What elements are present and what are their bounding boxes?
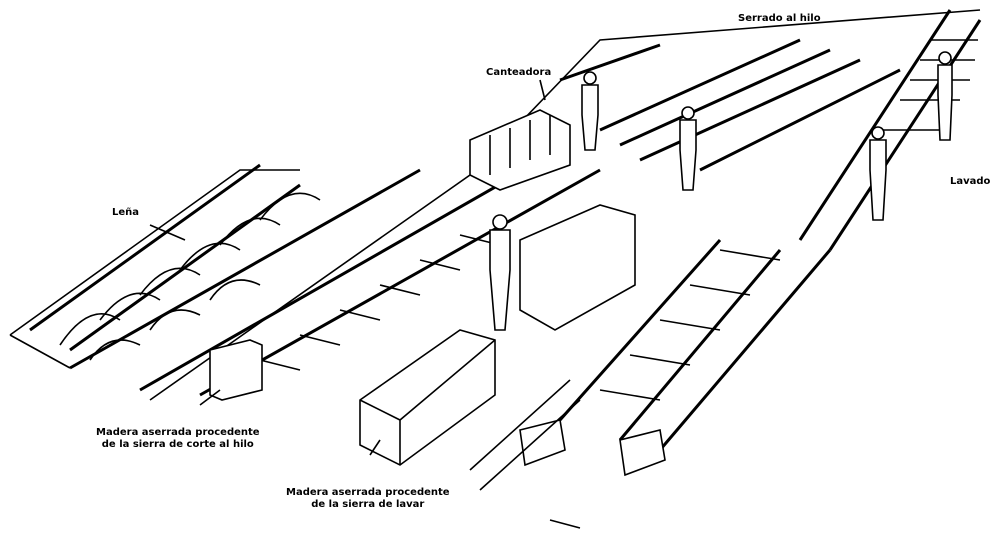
- label-line-1: Madera aserrada procedente: [286, 487, 450, 498]
- label-serrado-al-hilo: Serrado al hilo: [738, 13, 821, 24]
- firewood-conveyor: [29, 163, 421, 370]
- label-line-2: de la sierra de corte al hilo: [101, 439, 254, 450]
- sawn-timber-box: [519, 204, 636, 331]
- leader-lines: [149, 79, 546, 456]
- ruler: [469, 379, 581, 529]
- label-line-1: Madera aserrada procedente: [96, 427, 260, 438]
- workers: [489, 51, 953, 331]
- washing-conveyor: [798, 9, 982, 251]
- label-madera-corte-hilo: Madera aserrada procedente de la sierra …: [96, 427, 260, 451]
- label-canteadora: Canteadora: [486, 67, 552, 78]
- label-lavado: Lavado: [950, 176, 991, 187]
- foreground-timber-box: [359, 329, 496, 466]
- label-lena: Leña: [112, 207, 140, 218]
- rip-saw-lines: [599, 38, 901, 172]
- floor-outline: [9, 9, 981, 401]
- small-box: [209, 339, 263, 401]
- label-madera-lavar: Madera aserrada procedente de la sierra …: [286, 487, 450, 511]
- label-line-2: de la sierra de lavar: [311, 499, 425, 510]
- ladder-frame: [519, 239, 832, 477]
- edger-machine: [469, 43, 661, 191]
